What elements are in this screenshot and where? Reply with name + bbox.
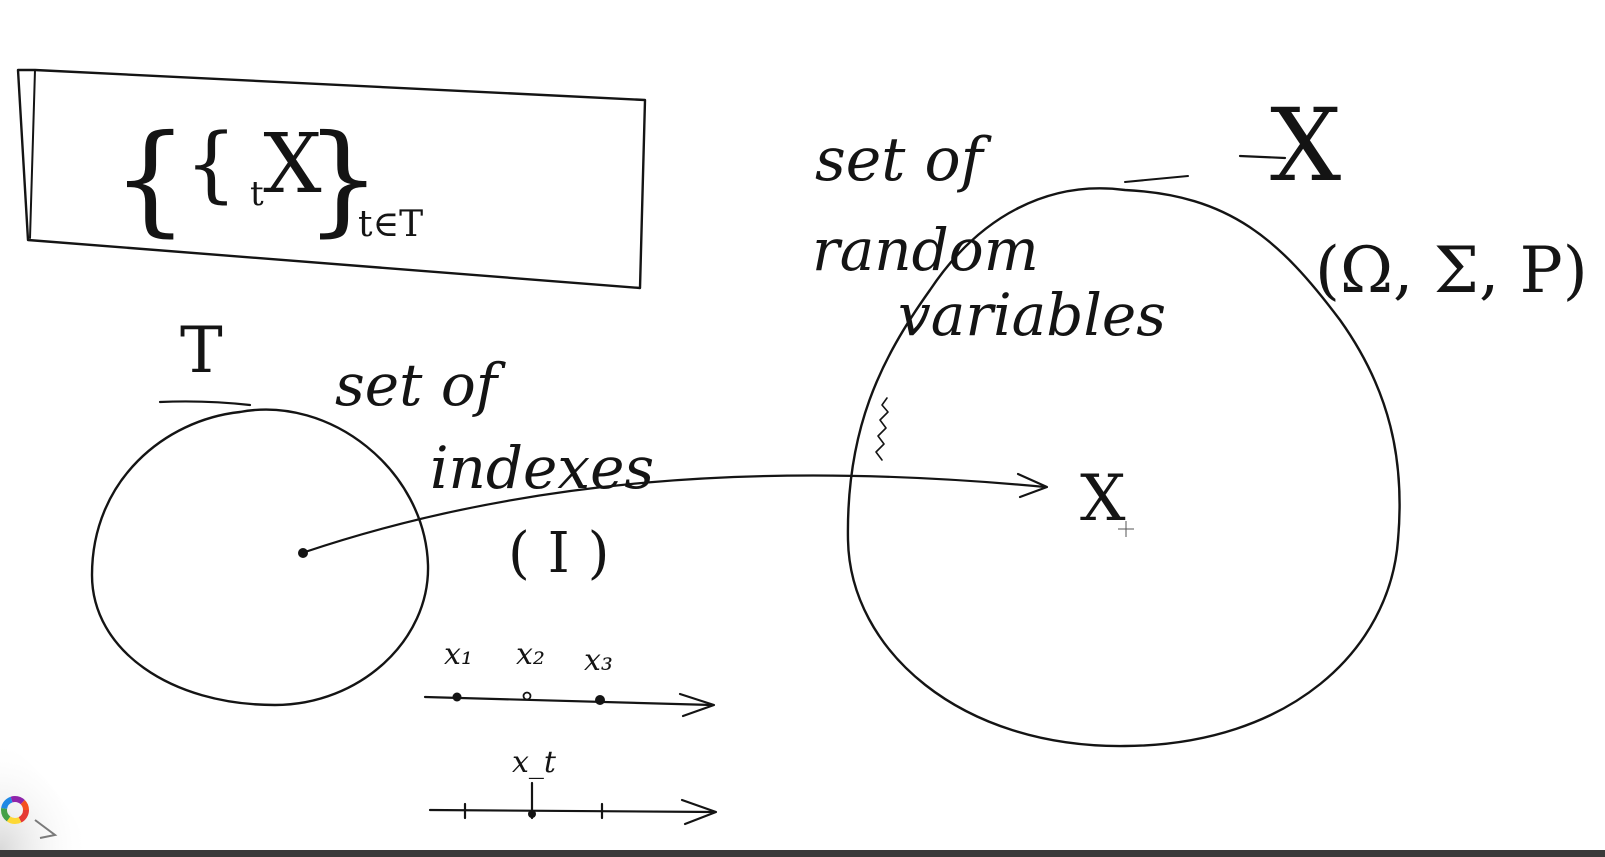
axis2-label-xt: x_t — [512, 745, 557, 780]
index-set: T — [90, 314, 430, 707]
index-caption-line2: indexes — [430, 434, 654, 502]
index-set-circle — [90, 408, 430, 707]
rv-set-label: X — [1238, 87, 1341, 204]
corner-shadow — [0, 740, 90, 850]
family-subscript-t: t — [250, 174, 264, 214]
close-brace: } — [305, 110, 381, 249]
point-x: X — [1080, 462, 1126, 536]
family-notation-box — [16, 68, 647, 290]
rv-caption: set of random variables — [812, 125, 1166, 349]
axis1-label-x3: x₃ — [584, 643, 613, 678]
family-notation: { { X t } t∈T — [112, 110, 423, 249]
family-x: { X — [185, 117, 322, 212]
axis-discrete: x₁ x₂ x₃ — [423, 637, 716, 718]
random-variable-set: X — [846, 175, 1401, 748]
axis1-label-x2: x₂ — [516, 637, 545, 672]
rv-caption-line3: variables — [898, 281, 1166, 349]
index-point — [298, 548, 308, 558]
axis1-point-1 — [452, 692, 462, 702]
bottom-bar — [0, 850, 1605, 857]
open-brace: { — [112, 110, 188, 249]
axis1-label-x1: x₁ — [444, 637, 473, 672]
random-variable-blob — [846, 187, 1401, 748]
mapping-arrow — [303, 472, 1049, 554]
axis-continuous: x_t — [428, 745, 718, 826]
rv-set-letter: X — [1270, 87, 1341, 204]
index-caption-line1: set of — [335, 351, 507, 419]
color-wheel-icon[interactable] — [0, 795, 30, 825]
axis1-point-3 — [595, 695, 605, 705]
axis2-point — [528, 810, 536, 818]
family-index: t∈T — [358, 204, 423, 245]
index-caption: set of indexes ( I ) — [335, 351, 654, 586]
index-set-letter: T — [180, 314, 223, 388]
rv-caption-line2: random — [812, 216, 1039, 284]
probability-space: (Ω, Σ, P) — [1315, 234, 1588, 308]
rv-caption-line1: set of — [815, 125, 993, 195]
index-caption-line3: ( I ) — [508, 521, 609, 586]
crosshair-cursor-icon — [1118, 521, 1134, 537]
axis1-point-2 — [522, 691, 532, 701]
